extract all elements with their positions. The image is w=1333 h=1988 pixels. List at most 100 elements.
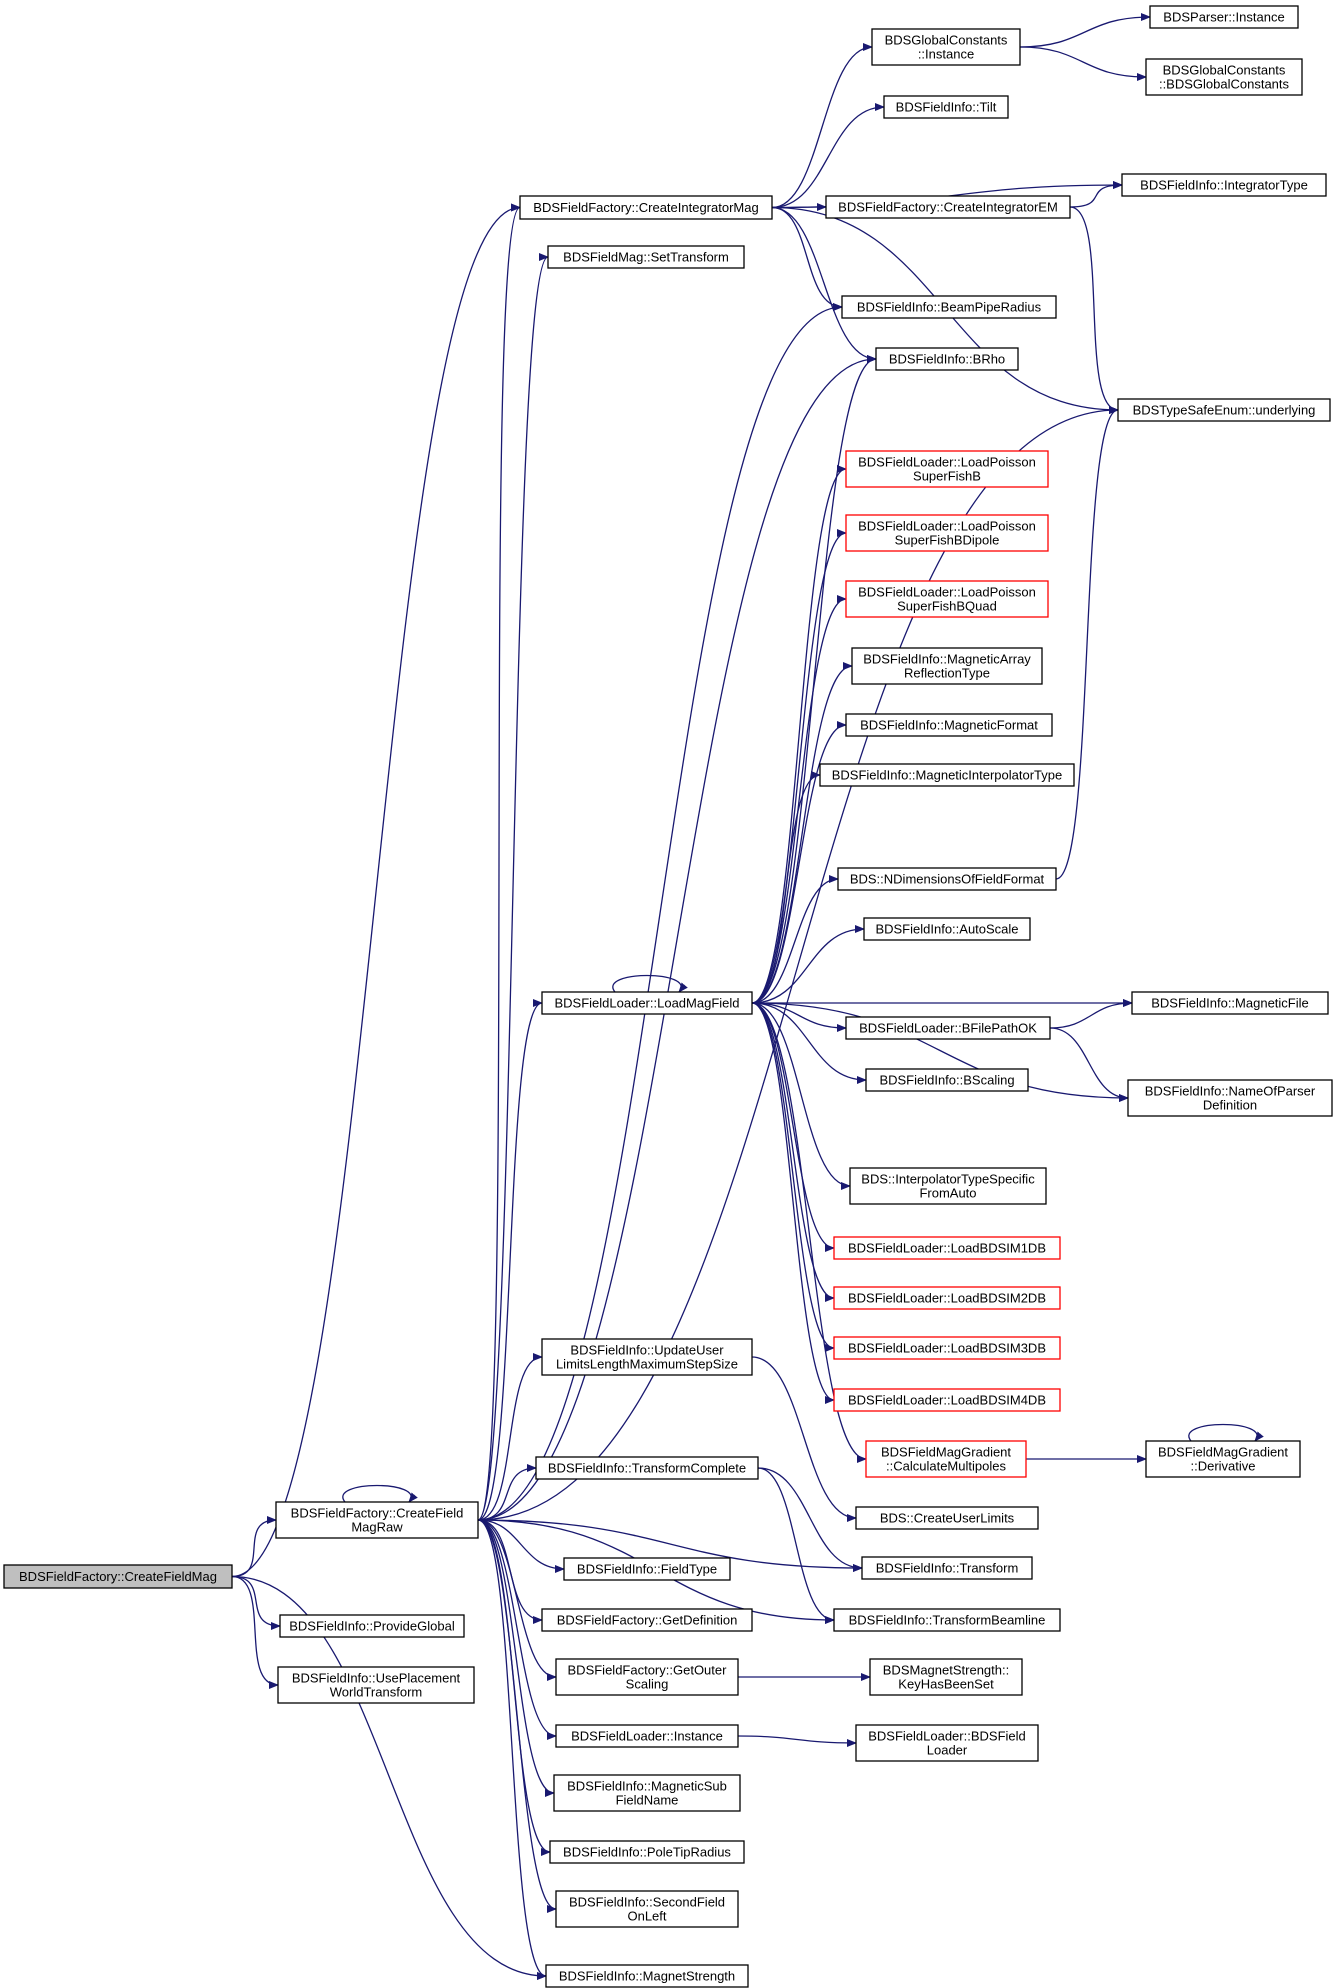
node-label: BDSTypeSafeEnum::underlying [1133, 403, 1316, 418]
edge-n0-n1 [231, 1516, 277, 1578]
edge-n4-n21 [771, 206, 877, 363]
node-box [549, 1840, 745, 1864]
node-bdsfieldinfo-fieldtype[interactable]: BDSFieldInfo::FieldType [563, 1557, 731, 1581]
edge-n1-n11 [477, 1519, 557, 1681]
node-label: BDSFieldInfo::BScaling [879, 1073, 1014, 1088]
node-bdsfieldinfo-brho[interactable]: BDSFieldInfo::BRho [875, 347, 1019, 371]
node-bdsfieldloader-loadmagfield[interactable]: BDSFieldLoader::LoadMagField [541, 991, 753, 1015]
node-bdsfieldinfo-updateuserlimitslengthmaximumstepsize[interactable]: BDSFieldInfo::UpdateUserLimitsLengthMaxi… [541, 1338, 753, 1376]
node-bdsfieldloader-loadpoissonsuperfishbquad[interactable]: BDSFieldLoader::LoadPoissonSuperFishBQua… [845, 580, 1049, 618]
edge-n1-n15 [477, 1519, 557, 1913]
edge-n4-n20 [771, 206, 843, 311]
node-box [855, 1506, 1039, 1530]
node-box [849, 1167, 1047, 1205]
node-label: BDSFieldInfo::UpdateUser [570, 1343, 724, 1358]
node-bdsfieldinfo-integratortype[interactable]: BDSFieldInfo::IntegratorType [1121, 173, 1327, 197]
node-box [861, 1556, 1033, 1580]
node-bdsfieldinfo-beampiperadius[interactable]: BDSFieldInfo::BeamPipeRadius [841, 295, 1057, 319]
node-box [547, 245, 745, 269]
node-bdsfieldfactory-createfieldmag[interactable]: BDSFieldFactory::CreateFieldMag [3, 1564, 233, 1589]
node-bdsfieldfactory-createintegratorem[interactable]: BDSFieldFactory::CreateIntegratorEM [825, 195, 1071, 219]
node-bdsglobalconstants-bdsglobalconstants[interactable]: BDSGlobalConstants::BDSGlobalConstants [1145, 58, 1303, 96]
node-bdsfieldfactory-getdefinition[interactable]: BDSFieldFactory::GetDefinition [541, 1608, 753, 1632]
node-bdsfieldloader-loadbdsim3db[interactable]: BDSFieldLoader::LoadBDSIM3DB [833, 1336, 1061, 1360]
node-bdsfieldmag-settransform[interactable]: BDSFieldMag::SetTransform [547, 245, 745, 269]
node-bdsfieldmaggradient-derivative[interactable]: BDSFieldMagGradient::Derivative [1145, 1440, 1301, 1478]
node-bdsglobalconstants-instance[interactable]: BDSGlobalConstants::Instance [871, 28, 1021, 66]
node-label: FromAuto [919, 1186, 976, 1201]
node-bdsparser-instance[interactable]: BDSParser::Instance [1149, 5, 1299, 29]
edge-n30-n48 [1049, 1027, 1129, 1102]
node-box [833, 1608, 1061, 1632]
node-label: Loader [927, 1743, 968, 1758]
node-bdsmagnetstrength-keyhasbeenset[interactable]: BDSMagnetStrength::KeyHasBeenSet [869, 1658, 1023, 1696]
node-bdsfieldmaggradient-calculatemultipoles[interactable]: BDSFieldMagGradient::CalculateMultipoles [865, 1440, 1027, 1478]
node-bdsfieldloader-loadpoissonsuperfishbdipole[interactable]: BDSFieldLoader::LoadPoissonSuperFishBDip… [845, 514, 1049, 552]
edge-n6-n26 [751, 721, 847, 1004]
node-bdsfieldloader-loadbdsim2db[interactable]: BDSFieldLoader::LoadBDSIM2DB [833, 1286, 1061, 1310]
node-bdsfieldinfo-provideglobal[interactable]: BDSFieldInfo::ProvideGlobal [279, 1614, 465, 1638]
node-bdsfieldinfo-transformcomplete[interactable]: BDSFieldInfo::TransformComplete [535, 1456, 759, 1480]
edge-n4-n17 [771, 43, 873, 209]
edge-n4-n18 [771, 103, 885, 209]
node-label: SuperFishBDipole [895, 533, 1000, 548]
edge-n1-n12 [477, 1519, 557, 1740]
edge-n19-n45 [1069, 181, 1123, 208]
node-bdsfieldfactory-createintegratormag[interactable]: BDSFieldFactory::CreateIntegratorMag [519, 195, 773, 220]
node-bds-createuserlimits[interactable]: BDS::CreateUserLimits [855, 1506, 1039, 1530]
node-box [563, 1557, 731, 1581]
edge-n1-n1 [342, 1484, 418, 1503]
node-label: BDSFieldInfo::BRho [889, 352, 1005, 367]
node-bdsfieldloader-loadbdsim4db[interactable]: BDSFieldLoader::LoadBDSIM4DB [833, 1388, 1061, 1412]
node-label: BDSFieldInfo::PoleTipRadius [563, 1845, 731, 1860]
node-bdsfieldinfo-autoscale[interactable]: BDSFieldInfo::AutoScale [863, 917, 1031, 941]
node-box [555, 1724, 739, 1748]
node-bdsfieldinfo-transform[interactable]: BDSFieldInfo::Transform [861, 1556, 1033, 1580]
node-box [1117, 398, 1331, 422]
node-box [553, 1774, 741, 1812]
node-label: BDSFieldMagGradient [1158, 1445, 1288, 1460]
node-bdsfieldinfo-magneticformat[interactable]: BDSFieldInfo::MagneticFormat [845, 713, 1053, 737]
node-label: BDSFieldLoader::LoadPoisson [858, 585, 1036, 600]
node-bdsfieldloader-bdsfieldloader[interactable]: BDSFieldLoader::BDSFieldLoader [855, 1724, 1039, 1762]
node-bdsfieldinfo-magnetstrength[interactable]: BDSFieldInfo::MagnetStrength [545, 1964, 749, 1988]
node-box [875, 347, 1019, 371]
node-label: FieldName [616, 1793, 679, 1808]
node-bds-ndimensionsoffieldformat[interactable]: BDS::NDimensionsOfFieldFormat [837, 867, 1057, 891]
node-label: SuperFishB [913, 469, 981, 484]
node-bdsfieldinfo-bscaling[interactable]: BDSFieldInfo::BScaling [865, 1068, 1029, 1092]
node-bdsfieldinfo-tilt[interactable]: BDSFieldInfo::Tilt [883, 95, 1009, 119]
node-bdsfieldinfo-magneticarrayreflectiontype[interactable]: BDSFieldInfo::MagneticArrayReflectionTyp… [851, 647, 1043, 685]
node-box [845, 580, 1049, 618]
node-box [841, 295, 1057, 319]
node-bdstypesafeenum-underlying[interactable]: BDSTypeSafeEnum::underlying [1117, 398, 1331, 422]
node-label: LimitsLengthMaximumStepSize [556, 1357, 738, 1372]
node-bdsfieldinfo-magneticfile[interactable]: BDSFieldInfo::MagneticFile [1131, 991, 1329, 1015]
node-bdsfieldloader-bfilepathok[interactable]: BDSFieldLoader::BFilePathOK [845, 1016, 1051, 1040]
node-label: OnLeft [627, 1909, 666, 1924]
edge-n8-n40 [757, 1467, 835, 1624]
node-bdsfieldinfo-transformbeamline[interactable]: BDSFieldInfo::TransformBeamline [833, 1608, 1061, 1632]
node-label: BDSFieldInfo::TransformComplete [548, 1461, 746, 1476]
edge-n6-n34 [751, 1002, 835, 1302]
node-label: BDSFieldInfo::MagnetStrength [559, 1969, 735, 1984]
node-bdsfieldinfo-magneticinterpolatortype[interactable]: BDSFieldInfo::MagneticInterpolatorType [819, 763, 1075, 787]
node-box [863, 917, 1031, 941]
node-label: BDSFieldLoader::LoadPoisson [858, 519, 1036, 534]
node-bdsfieldloader-instance[interactable]: BDSFieldLoader::Instance [555, 1724, 739, 1748]
node-bdsfieldinfo-poletipradius[interactable]: BDSFieldInfo::PoleTipRadius [549, 1840, 745, 1864]
node-bdsfieldloader-loadbdsim1db[interactable]: BDSFieldLoader::LoadBDSIM1DB [833, 1236, 1061, 1260]
node-layer: BDSFieldFactory::CreateFieldMagBDSFieldF… [3, 5, 1333, 1988]
node-label: BDSFieldInfo::MagneticArray [863, 652, 1031, 667]
node-box [845, 1016, 1051, 1040]
node-box [865, 1068, 1029, 1092]
